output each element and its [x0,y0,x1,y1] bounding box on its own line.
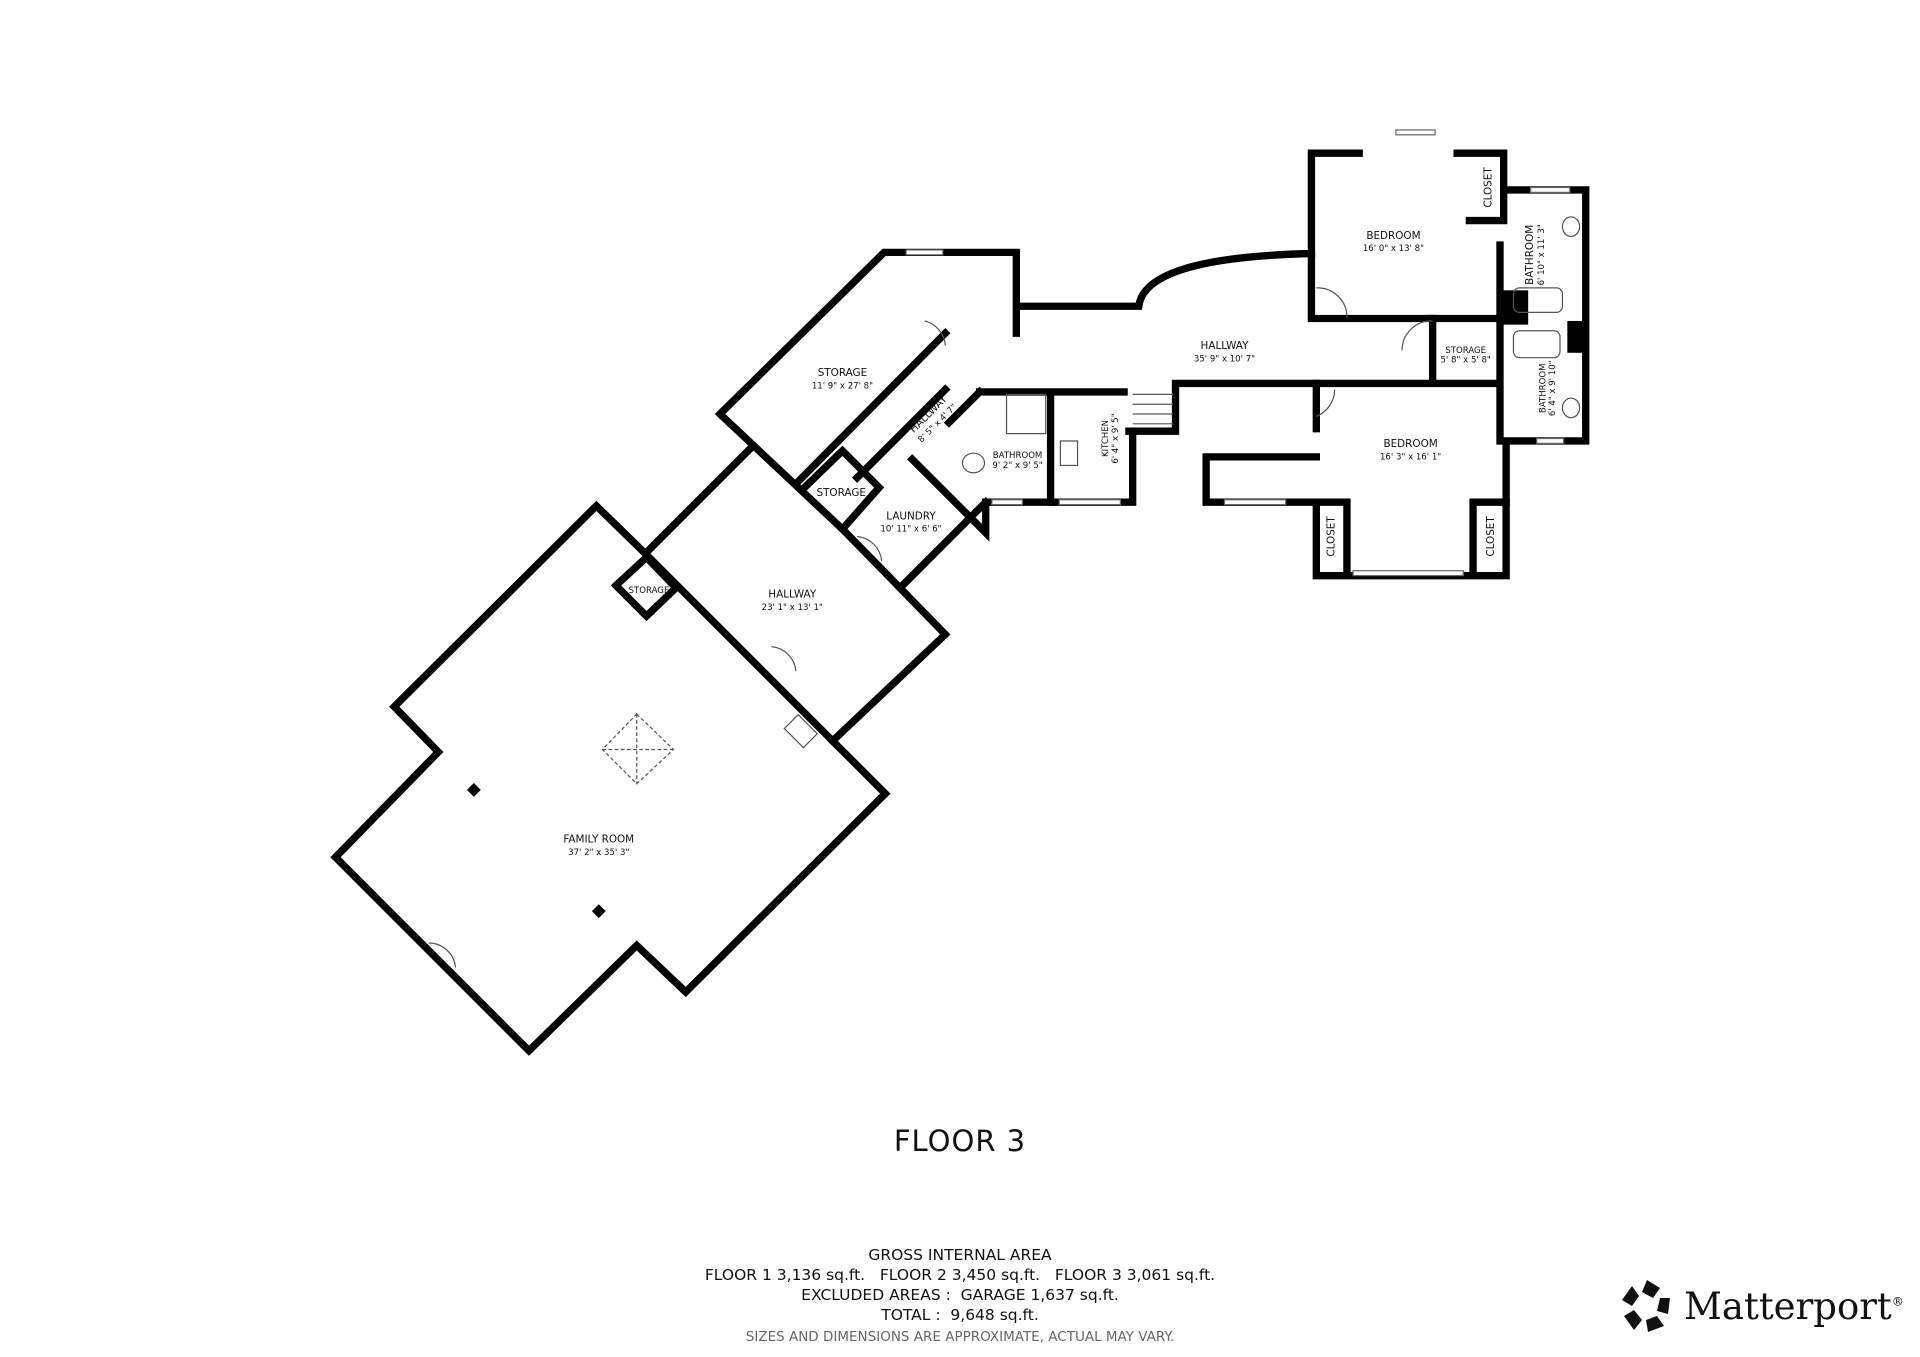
closet-lower-left-label: CLOSET [1326,516,1338,557]
bathroom-upper-label: BATHROOM [1524,225,1536,285]
bathroom-upper-dims: 6' 10" x 11' 3" [1537,224,1547,285]
solid-blocks [466,290,1586,919]
summary-note: SIZES AND DIMENSIONS ARE APPROXIMATE, AC… [745,1329,1175,1345]
storage-large-label: STORAGE [818,367,867,379]
summary-excluded: EXCLUDED AREAS : GARAGE 1,637 sq.ft. [801,1286,1119,1304]
area-summary: GROSS INTERNAL AREA FLOOR 1 3,136 sq.ft.… [0,1245,1920,1347]
summary-total: TOTAL : 9,648 sq.ft. [881,1306,1039,1324]
summary-heading: GROSS INTERNAL AREA [868,1246,1052,1264]
family-room-label: FAMILY ROOM [563,834,634,846]
logo-registered-mark: ® [1891,1294,1904,1309]
bathroom-mid-label: BATHROOM [993,451,1043,461]
bathroom-lower-dims: 6' 4" x 9' 10" [1548,360,1558,416]
fixtures [428,216,1581,968]
matterport-logo: Matterport® [1620,1278,1904,1334]
matterport-pinwheel-icon [1622,1280,1670,1332]
storage-large-dims: 11' 9" x 27' 8" [812,381,873,391]
closet-upper-label: CLOSET [1482,167,1494,208]
floor-title: FLOOR 3 [893,1124,1027,1158]
hallway-lower-dims: 23' 1" x 13' 1" [762,603,823,613]
matterport-wordmark: Matterport® [1684,1285,1904,1328]
hallway-main-dims: 35' 9" x 10' 7" [1194,354,1255,364]
walls [330,149,1590,1056]
bedroom-upper-dims: 16' 0" x 13' 8" [1363,244,1424,254]
storage-small-label: STORAGE [816,487,865,499]
logo-text: Matterport [1684,1284,1892,1328]
laundry-dims: 10' 11" x 6' 6" [880,525,941,535]
bathroom-lower-label: BATHROOM [1538,364,1548,414]
summary-floors: FLOOR 1 3,136 sq.ft. FLOOR 2 3,450 sq.ft… [704,1266,1216,1284]
closet-lower-right-label: CLOSET [1485,516,1497,557]
hallway-main-label: HALLWAY [1201,340,1250,352]
hallway-lower-label: HALLWAY [768,589,817,601]
room-labels: FAMILY ROOM 37' 2" x 35' 3" HALLWAY 23' … [563,167,1558,858]
storage-hall-label: STORAGE [1445,346,1486,356]
storage-hall-dims: 5' 8" x 5' 8" [1441,356,1491,366]
kitchen-label: KITCHEN [1101,420,1111,457]
kitchen-dims: 6' 4" x 9' 5" [1111,413,1121,463]
bedroom-lower-dims: 16' 3" x 16' 1" [1380,452,1441,462]
laundry-label: LAUNDRY [886,510,936,522]
windows [905,129,1571,577]
bathroom-mid-dims: 9' 2" x 9' 5" [992,461,1042,471]
bedroom-upper-label: BEDROOM [1366,230,1420,242]
family-room-dims: 37' 2" x 35' 3" [568,848,629,858]
bedroom-lower-label: BEDROOM [1383,438,1437,450]
storage-family-label: STORAGE [629,586,670,596]
